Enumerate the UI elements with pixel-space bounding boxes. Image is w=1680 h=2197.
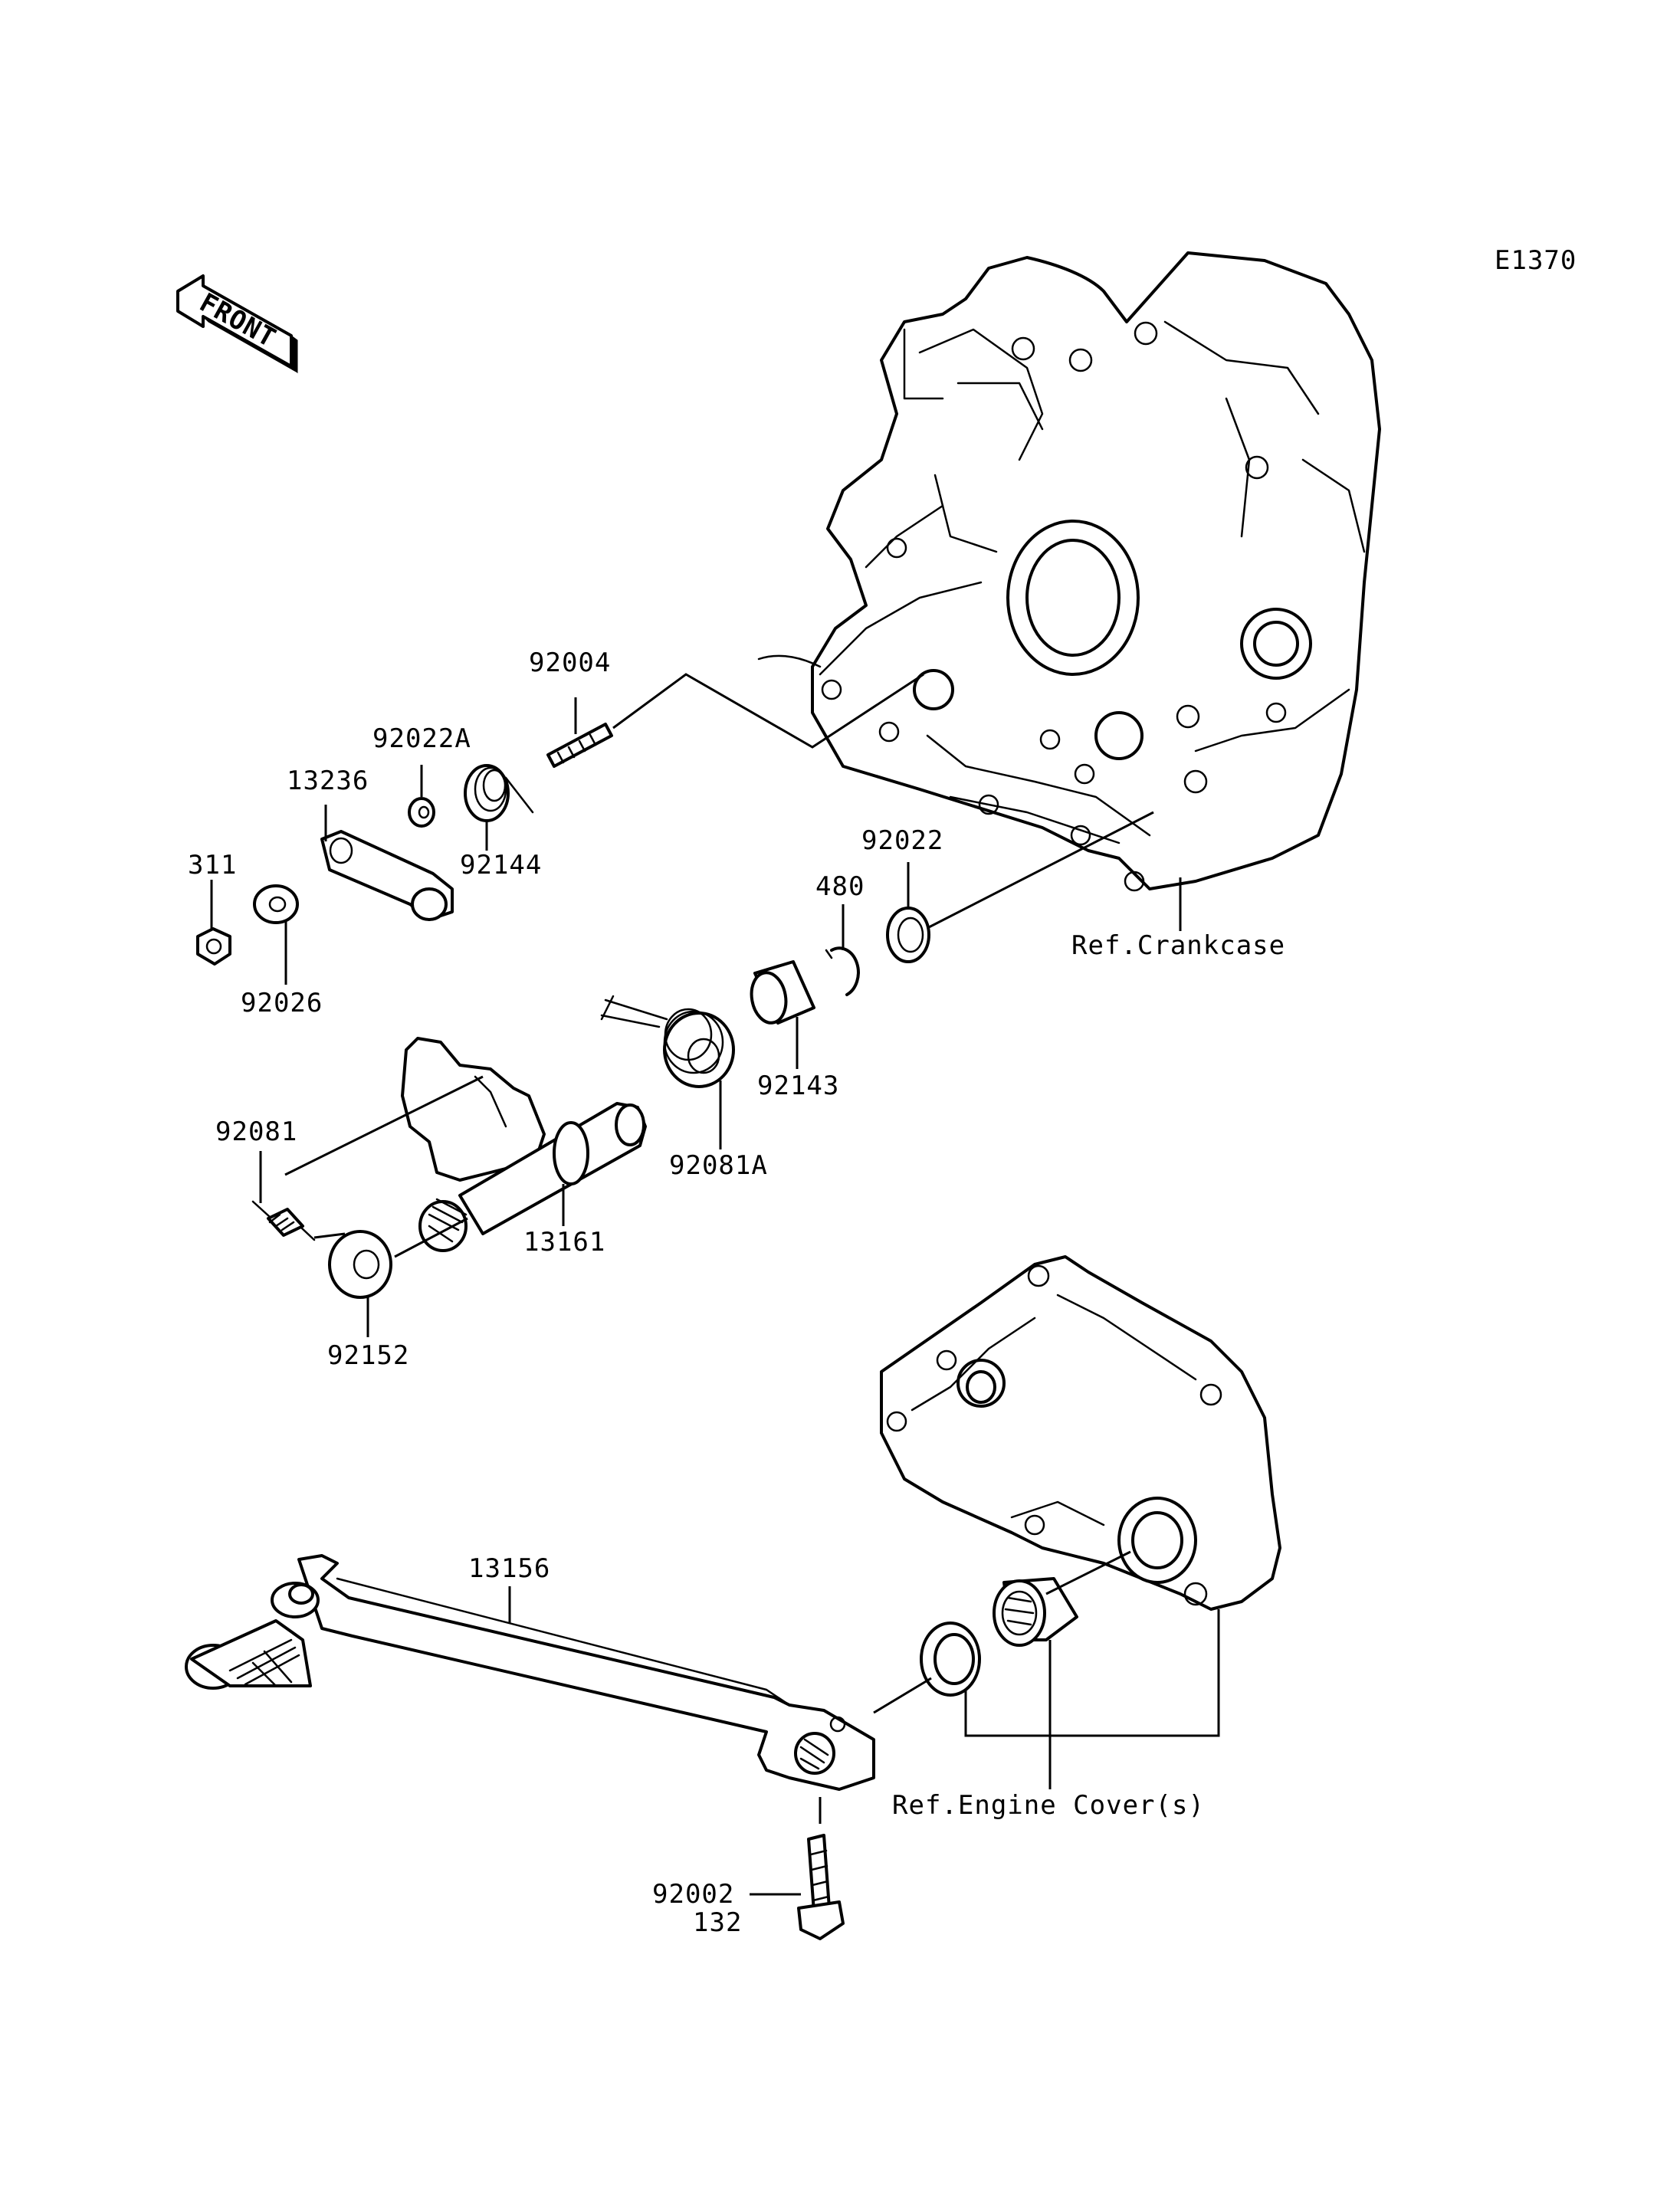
label-13161: 13161 [523,1227,605,1258]
spring-92081A [600,995,735,1088]
crankcase-illustration [757,251,1381,892]
label-92144: 92144 [460,850,542,880]
label-311: 311 [188,850,237,880]
label-92026: 92026 [241,988,323,1018]
front-arrow-icon: FRONT [176,274,298,374]
nut-311 [196,927,231,966]
washer-92152 [328,1230,392,1299]
leader-lines [210,673,1220,1896]
label-92022A: 92022A [372,723,471,754]
label-132: 132 [693,1907,742,1938]
label-92004: 92004 [529,648,611,678]
circlip-480 [825,946,860,996]
label-13156: 13156 [468,1553,550,1584]
engine-cover-illustration [880,1255,1281,1611]
shift-shaft-13161 [401,1037,647,1252]
label-92002: 92002 [652,1879,734,1910]
label-92081A: 92081A [669,1150,768,1181]
oil-seal [920,1622,981,1697]
label-92152: 92152 [327,1340,409,1371]
washer-92022 [886,907,930,963]
diagram-code: E1370 [1495,245,1577,276]
washer-92022A [408,797,435,828]
label-92143: 92143 [757,1071,839,1101]
bolt-92002 [797,1834,845,1940]
spring-92081 [251,1200,316,1241]
needle-bearing [993,1577,1078,1647]
label-92022: 92022 [861,825,943,856]
torsion-spring-92144 [464,764,534,822]
front-badge-text: FRONT [195,287,281,354]
collar-92143 [750,960,815,1025]
washer-92026 [253,884,299,924]
spring-pin-92004 [546,723,613,768]
label-480: 480 [815,871,865,902]
lever-13236 [320,830,454,921]
label-92081: 92081 [215,1117,297,1147]
label-13236: 13236 [287,766,369,796]
label-ref-crankcase: Ref.Crankcase [1071,930,1285,961]
label-ref-engine-cover: Ref.Engine Cover(s) [892,1790,1205,1821]
part-labels: 92004 92022A 13236 92144 311 92026 92022… [188,648,1285,1938]
shift-pedal-13156 [185,1554,875,1791]
